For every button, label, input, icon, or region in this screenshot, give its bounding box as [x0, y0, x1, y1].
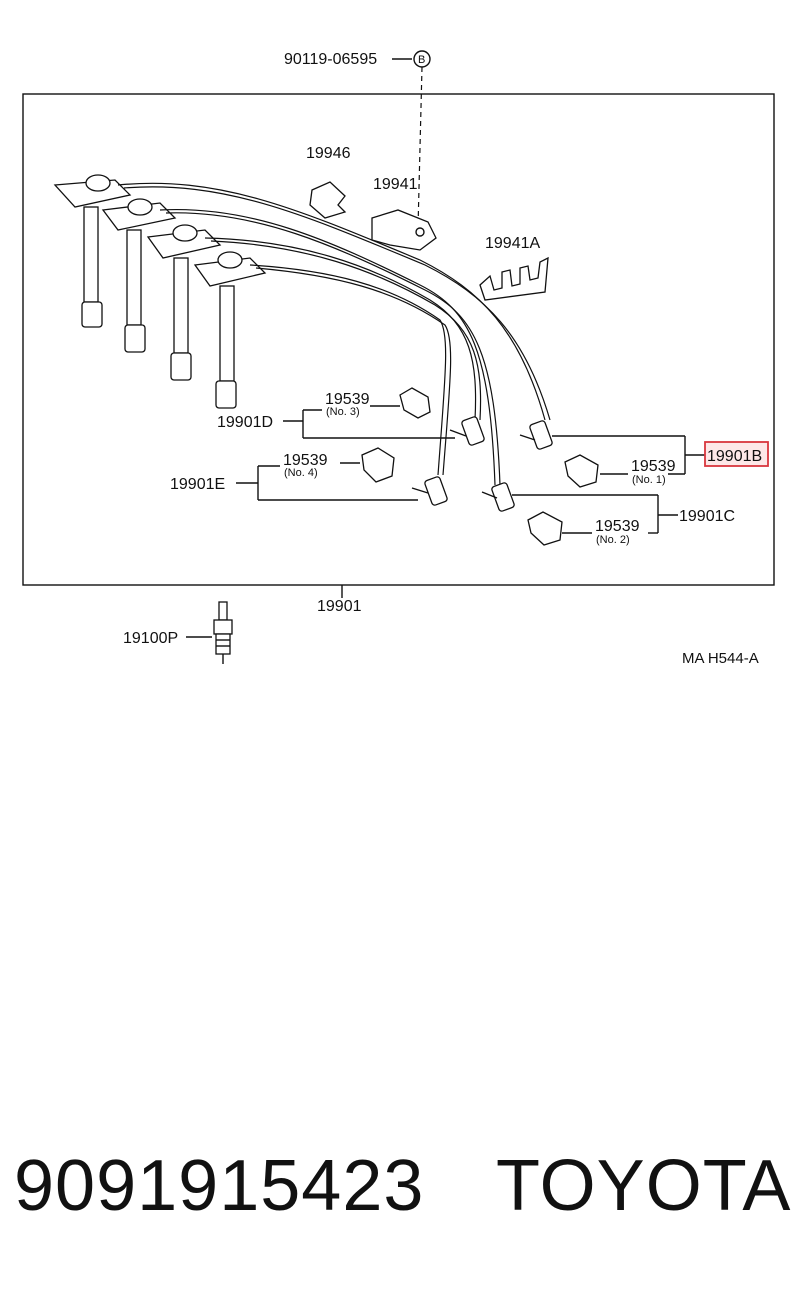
callout-clamp-19946[interactable]: 19946	[306, 145, 351, 162]
callout-bolt[interactable]: 90119-06595	[284, 51, 377, 68]
footer: 9091915423 TOYOTA	[0, 1150, 800, 1250]
callout-cap-no4[interactable]: 19539	[283, 452, 328, 469]
part-number: 9091915423	[14, 1146, 425, 1226]
wire-connectors	[411, 416, 553, 512]
brand-name: TOYOTA	[496, 1146, 792, 1226]
parts-diagram: 90119-06595 B	[22, 50, 775, 667]
bolt-marker-letter: B	[418, 54, 425, 66]
cap-no1	[564, 454, 599, 488]
callout-cap-no3[interactable]: 19539	[325, 391, 370, 408]
callout-cap-no2-sub: (No. 2)	[596, 534, 630, 546]
callout-cord-set[interactable]: 19901	[317, 598, 362, 615]
bolt-dashed-leader	[417, 66, 423, 229]
diagram-reference-code: MA H544-A	[682, 650, 759, 667]
callout-clamp-19941[interactable]: 19941	[373, 176, 418, 193]
spark-plug	[213, 601, 233, 664]
callout-cord-c[interactable]: 19901C	[679, 508, 735, 525]
callout-cord-d[interactable]: 19901D	[217, 414, 273, 431]
callout-cap-no1-sub: (No. 1)	[632, 474, 666, 486]
highlight-cord-b	[704, 441, 769, 467]
clamp-19941a	[479, 256, 549, 301]
callout-cap-no4-sub: (No. 4)	[284, 467, 318, 479]
callout-clamp-19941a[interactable]: 19941A	[485, 235, 540, 252]
callout-cap-no3-sub: (No. 3)	[326, 406, 360, 418]
cap-no3	[399, 387, 431, 419]
cap-no4	[361, 447, 395, 483]
cap-no2	[527, 511, 563, 546]
callout-cord-e[interactable]: 19901E	[170, 476, 225, 493]
coil-boots	[53, 174, 267, 409]
diagram-frame	[22, 93, 775, 586]
clamp-19941	[371, 209, 437, 251]
callout-spark-plug[interactable]: 19100P	[123, 630, 178, 647]
ignition-wires	[117, 182, 551, 486]
clamp-19946	[309, 181, 347, 219]
callout-cap-no1[interactable]: 19539	[631, 458, 676, 475]
callout-cap-no2[interactable]: 19539	[595, 518, 640, 535]
callout-cord-b[interactable]: 19901B	[707, 448, 762, 465]
